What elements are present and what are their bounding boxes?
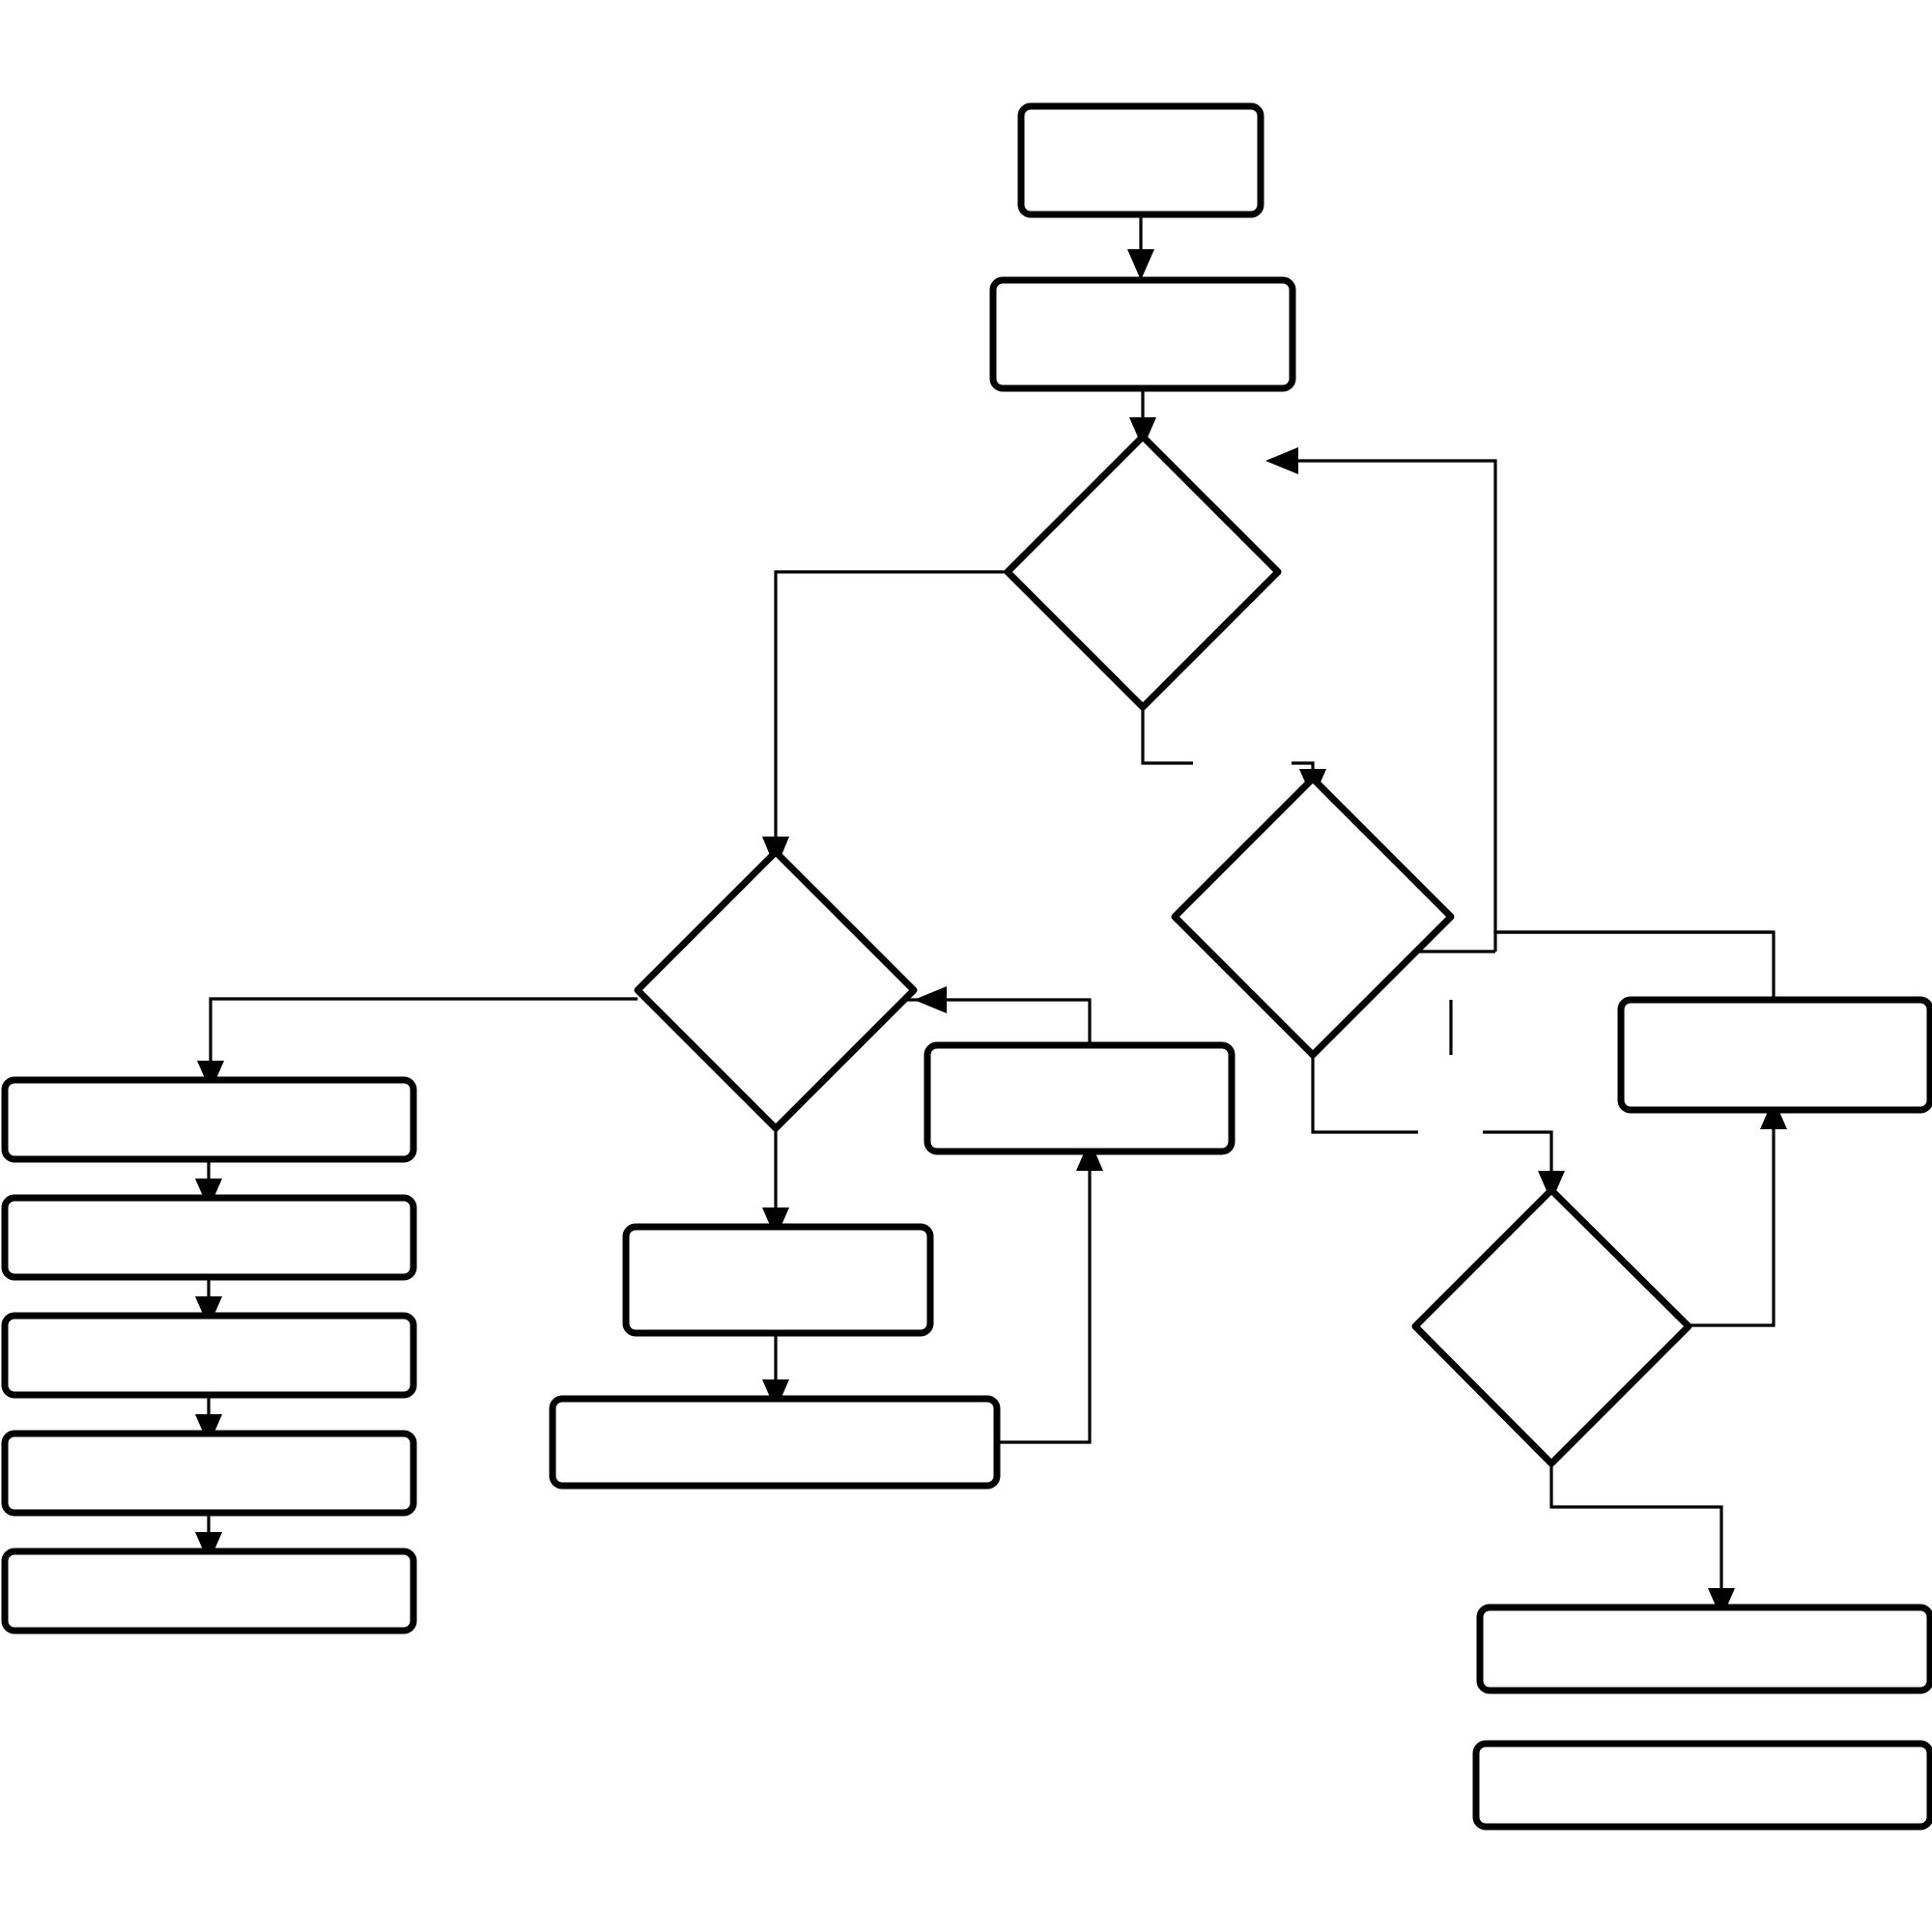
process-box[interactable]	[1472, 1740, 1932, 1831]
arrowhead-icon	[195, 1532, 222, 1563]
node-n2[interactable]	[989, 276, 1296, 392]
decision-diamond[interactable]	[1411, 1186, 1692, 1467]
edge-d1-to-d2	[762, 570, 1008, 869]
arrowhead-icon	[1708, 1588, 1735, 1619]
node-n4[interactable]	[1, 1194, 417, 1281]
process-box[interactable]	[1017, 102, 1264, 218]
node-n7[interactable]	[1, 1548, 417, 1634]
arrowhead-icon	[1076, 1140, 1103, 1171]
node-n8[interactable]	[622, 1223, 934, 1337]
node-n6[interactable]	[1, 1430, 417, 1517]
edge-line-segment-a	[1311, 1055, 1418, 1134]
node-n1[interactable]	[1017, 102, 1264, 218]
node-d1[interactable]	[1004, 433, 1282, 711]
decision-diamond[interactable]	[634, 848, 918, 1132]
node-d3[interactable]	[1171, 775, 1455, 1059]
process-box[interactable]	[1, 1312, 417, 1399]
process-box[interactable]	[622, 1223, 934, 1337]
arrowhead-icon	[1538, 1171, 1565, 1202]
node-n9[interactable]	[549, 1395, 1001, 1490]
node-d4[interactable]	[1411, 1186, 1692, 1467]
edge-n2-to-d1	[1129, 388, 1156, 448]
edge-line-segment-b	[1483, 1130, 1553, 1183]
node-n10[interactable]	[923, 1041, 1236, 1155]
edge-line	[997, 1158, 1092, 1444]
arrowhead-icon	[197, 1061, 224, 1092]
arrowhead-icon	[195, 1179, 222, 1209]
arrowhead-icon	[1127, 249, 1154, 280]
edge-d3-to-d4	[1311, 1055, 1565, 1202]
edge-d4-to-n12	[1549, 1463, 1735, 1619]
edge-line	[1549, 1463, 1723, 1600]
node-layer	[1, 102, 1932, 1831]
edge-n3-to-n4	[195, 1159, 222, 1209]
edge-n6-to-n7	[195, 1513, 222, 1563]
edge-d4-to-n11	[1689, 1098, 1787, 1327]
process-box[interactable]	[1476, 1604, 1932, 1694]
process-box[interactable]	[1, 1548, 417, 1634]
edge-n8-to-n9	[762, 1333, 789, 1410]
arrowhead-icon	[195, 1414, 222, 1445]
node-n13[interactable]	[1472, 1740, 1932, 1831]
arrowhead-icon	[762, 1208, 789, 1238]
process-box[interactable]	[1, 1430, 417, 1517]
node-n3[interactable]	[1, 1076, 417, 1163]
node-n11[interactable]	[1617, 996, 1932, 1114]
edge-n9-to-n10	[997, 1140, 1103, 1444]
process-box[interactable]	[1, 1194, 417, 1281]
arrowhead-icon	[1129, 417, 1156, 448]
edge-line	[774, 570, 1008, 850]
edge-line	[1493, 930, 1774, 952]
edge-d2-to-n8	[762, 1128, 789, 1238]
arrowhead-icon	[914, 986, 947, 1013]
process-box[interactable]	[1617, 996, 1932, 1114]
decision-diamond[interactable]	[1171, 775, 1455, 1059]
process-box[interactable]	[1, 1076, 417, 1163]
node-n12[interactable]	[1476, 1604, 1932, 1694]
edge-line	[1689, 1117, 1776, 1327]
node-n5[interactable]	[1, 1312, 417, 1399]
edge-line-segment-a	[1141, 707, 1193, 765]
edge-n4-to-n5	[195, 1277, 222, 1327]
process-box[interactable]	[549, 1395, 1001, 1490]
edge-n5-to-n6	[195, 1395, 222, 1445]
decision-diamond[interactable]	[1004, 433, 1282, 711]
process-box[interactable]	[989, 276, 1296, 392]
arrowhead-icon	[195, 1296, 222, 1327]
arrowhead-icon	[762, 1379, 789, 1410]
edge-n1-to-n2	[1127, 214, 1154, 280]
node-d2[interactable]	[634, 848, 918, 1132]
edge-d1-to-d3	[1141, 707, 1326, 800]
edge-line	[209, 997, 638, 1072]
arrowhead-icon	[1760, 1098, 1787, 1129]
arrowhead-icon	[1265, 447, 1298, 474]
process-box[interactable]	[923, 1041, 1236, 1155]
edge-d2-to-n3	[197, 997, 638, 1092]
